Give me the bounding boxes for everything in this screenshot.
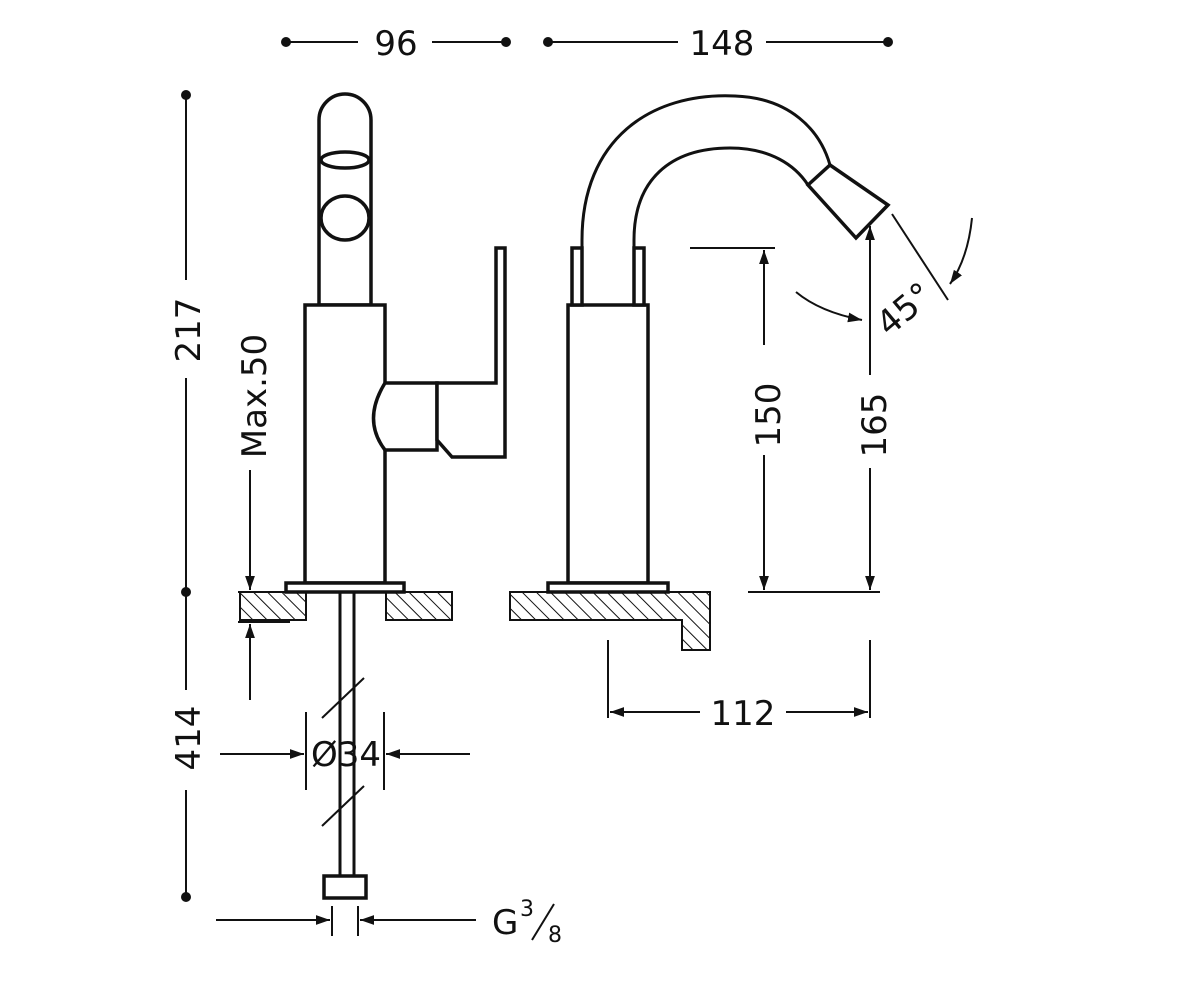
base-plate-front [284, 581, 406, 594]
spout-ring [319, 150, 371, 170]
side-view-faucet [509, 94, 891, 651]
faucet-body-front [303, 303, 387, 585]
dimension-total-height: 217 [169, 90, 209, 597]
counter-hatch-left [239, 591, 307, 621]
dimension-thread: G 3 8 [216, 897, 562, 948]
base-plate-side [546, 581, 670, 594]
dimension-diameter: Ø34 [220, 712, 470, 790]
width-side-label: 148 [690, 24, 755, 64]
max-counter-label: Max.50 [235, 334, 275, 458]
dimension-hose-length: 414 [169, 592, 209, 902]
thread-prefix-label: G [492, 903, 518, 943]
dimension-width-side: 148 [543, 24, 893, 64]
diameter-label: Ø34 [311, 735, 381, 775]
spout-nozzle [319, 194, 371, 242]
spout-height-label: 150 [749, 383, 789, 448]
bidet-nozzle [805, 162, 891, 241]
spout-curve-inner [632, 146, 810, 305]
spout-curve-outer [580, 94, 832, 305]
total-height-label: 217 [169, 298, 209, 363]
lever-base [371, 381, 439, 452]
spout-reach-label: 112 [711, 694, 776, 734]
thread-numerator-label: 3 [520, 897, 534, 922]
front-view-faucet [239, 92, 507, 900]
faucet-body-side [566, 303, 650, 585]
dimension-spout-outlet-height: 165 [855, 226, 895, 590]
dimension-width-front: 96 [281, 24, 511, 64]
dimension-max-counter: Max.50 [235, 334, 290, 700]
thread-denominator-label: 8 [548, 923, 562, 948]
counter-hatch-side [509, 591, 711, 651]
dimension-spout-reach: 112 [607, 640, 871, 734]
lever-handle [435, 246, 507, 459]
dimension-angle: 45° [795, 213, 973, 344]
width-front-label: 96 [374, 24, 417, 64]
angle-label: 45° [869, 275, 941, 344]
counter-hatch-right [385, 591, 453, 621]
dimension-spout-height: 150 [690, 247, 880, 593]
spout-outlet-height-label: 165 [855, 393, 895, 458]
hose-connector [322, 874, 368, 900]
hose-length-label: 414 [169, 706, 209, 771]
